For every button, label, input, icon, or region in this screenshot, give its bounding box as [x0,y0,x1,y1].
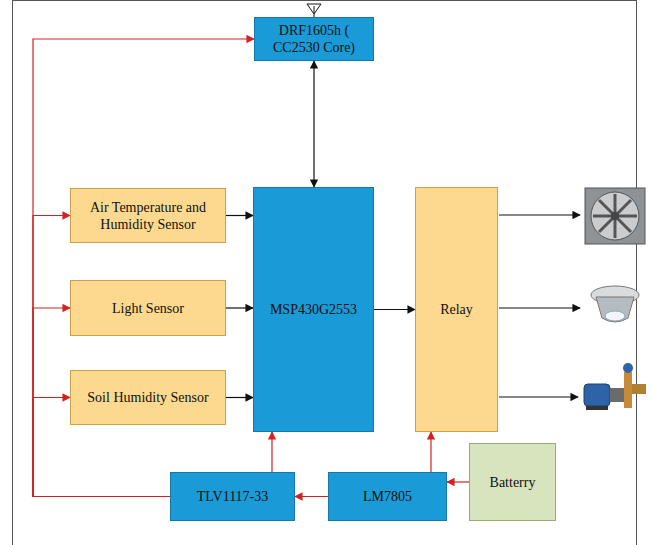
lamp-icon [591,286,639,322]
box-label: TLV1117-33 [197,488,269,505]
signal-arrow [226,215,253,216]
sensor-box: Air Temperature and Humidity Sensor [70,188,226,243]
sensor-box: Light Sensor [70,280,226,336]
signal-arrow [226,307,253,308]
signal-arrow [226,397,253,398]
power-line [33,216,170,497]
mcu-box: MSP430G2553 [253,187,374,432]
radio-module-box: DRF1605h ( CC2530 Core) [254,17,374,61]
box-label: Air Temperature and Humidity Sensor [77,199,219,233]
power-line [271,432,272,472]
box-label: DRF1605h ( CC2530 Core) [261,22,367,56]
pump-icon [584,363,646,410]
power-line [430,432,431,472]
box-label: MSP430G2553 [270,301,357,318]
power-line [295,496,328,497]
relay-box: Relay [415,187,498,432]
regulator-box: LM7805 [328,472,447,521]
signal-arrow [374,309,415,310]
regulator-box: TLV1117-33 [170,472,295,521]
power-line [33,39,254,497]
outer-frame [13,1,637,545]
relay-output-lines [499,215,580,397]
fan-icon [585,188,645,244]
box-label: Batterry [490,474,536,491]
box-label: Soil Humidity Sensor [87,389,208,406]
signal-arrow [313,61,314,187]
box-label: Relay [440,301,473,318]
sensor-box: Soil Humidity Sensor [70,370,226,425]
power-line [447,481,469,482]
battery-box: Batterry [469,443,556,521]
box-label: LM7805 [363,488,412,505]
box-label: Light Sensor [112,300,184,317]
